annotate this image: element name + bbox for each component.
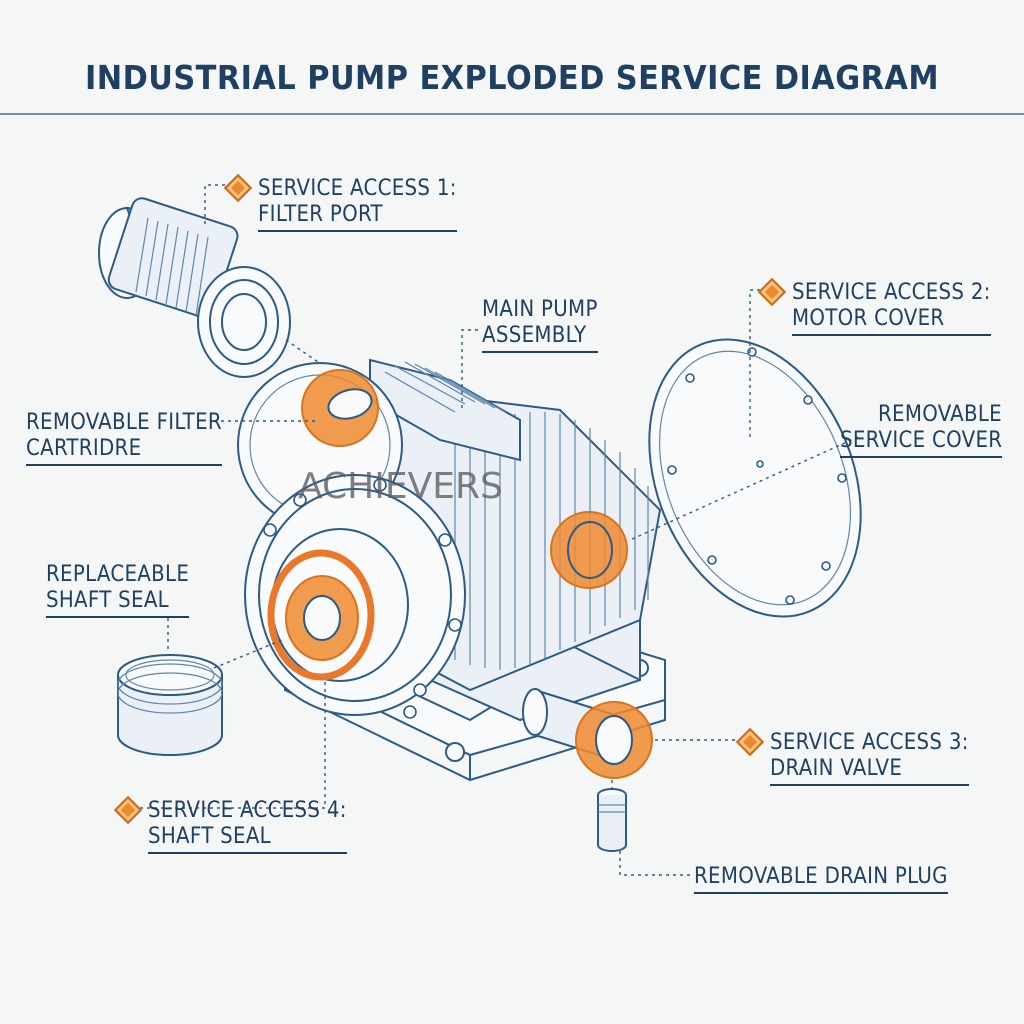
service-cover (648, 338, 862, 618)
label-main-pump-assembly: MAIN PUMP ASSEMBLY (482, 297, 598, 353)
label-service-access-1: SERVICE ACCESS 1: FILTER PORT (258, 176, 457, 232)
title-rule (0, 113, 1024, 115)
diagram-title: INDUSTRIAL PUMP EXPLODED SERVICE DIAGRAM (84, 58, 940, 97)
label-service-access-2: SERVICE ACCESS 2: MOTOR COVER (792, 280, 991, 336)
filter-cartridge (98, 197, 319, 378)
shaft-seal-ring (117, 654, 223, 756)
label-removable-filter-cartridge: REMOVABLE FILTER CARTRIDRE (26, 410, 222, 466)
label-removable-service-cover: REMOVABLE SERVICE COVER (840, 402, 1002, 458)
watermark-text: ACHIEVERS (298, 466, 503, 507)
label-service-access-4: SERVICE ACCESS 4: SHAFT SEAL (148, 798, 347, 854)
main-pump-body (237, 358, 666, 782)
label-removable-drain-plug: REMOVABLE DRAIN PLUG (694, 864, 948, 894)
label-replaceable-shaft-seal: REPLACEABLE SHAFT SEAL (46, 562, 190, 618)
drain-plug (597, 788, 627, 852)
leader-lines (140, 184, 859, 876)
label-service-access-3: SERVICE ACCESS 3: DRAIN VALVE (770, 730, 969, 786)
